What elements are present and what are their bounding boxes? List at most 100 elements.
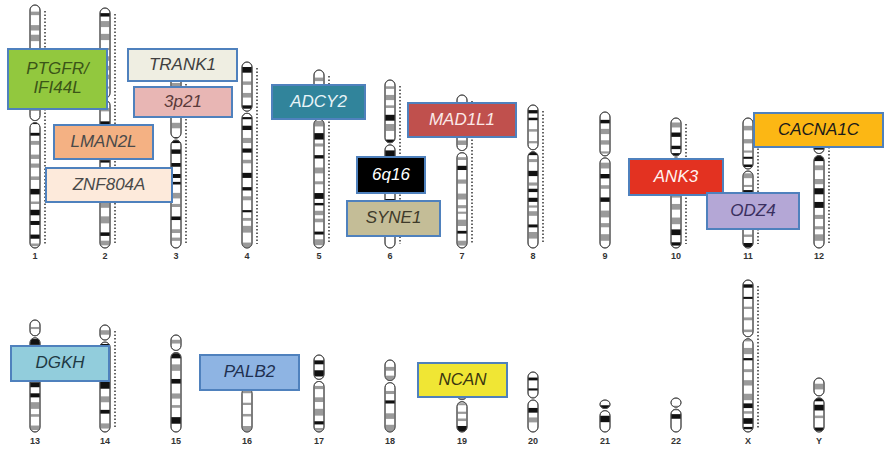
band [528, 189, 538, 192]
p-arm [385, 360, 395, 381]
q-arm [242, 388, 252, 432]
chromosome-number: 4 [235, 252, 259, 261]
band [314, 203, 324, 205]
band [743, 157, 753, 159]
band [743, 297, 753, 299]
q-arm [171, 352, 181, 432]
band [814, 226, 824, 229]
band [528, 417, 538, 422]
q-arm-outline [528, 400, 538, 432]
p-arm [171, 335, 181, 350]
band [457, 205, 467, 208]
gene-box: DGKH [10, 345, 110, 382]
band [814, 234, 824, 241]
bands [242, 67, 252, 248]
band [743, 380, 753, 385]
band [457, 157, 467, 160]
band [528, 129, 538, 132]
band [385, 95, 395, 100]
gene-name: MAD1L1 [429, 111, 495, 130]
q-arm [242, 113, 252, 248]
band [385, 124, 395, 131]
chromosome-number: 1 [23, 252, 47, 261]
gene-name: 3p21 [164, 93, 202, 112]
band [814, 215, 824, 219]
bands [385, 367, 395, 431]
band [171, 379, 181, 384]
gene-name: NCAN [438, 371, 486, 390]
band [457, 220, 467, 226]
band [100, 382, 110, 389]
q-arm [600, 158, 610, 248]
band [528, 141, 538, 143]
band [171, 123, 181, 129]
p-arm-outline [242, 62, 252, 111]
q-arm-outline [814, 398, 824, 432]
chromosome-number: 19 [450, 437, 474, 446]
band [242, 105, 252, 108]
band [814, 202, 824, 208]
gene-name: CACNA1C [778, 121, 859, 140]
chromosome-number: 9 [593, 252, 617, 261]
band [743, 185, 753, 187]
q-arm-outline [743, 339, 753, 432]
band [671, 204, 681, 210]
p-arm [600, 112, 610, 156]
q-arm-outline [314, 381, 324, 432]
band [242, 126, 252, 130]
band [100, 216, 110, 223]
band [528, 211, 538, 216]
band [743, 307, 753, 309]
band [385, 105, 395, 108]
band [743, 284, 753, 287]
band [385, 391, 395, 394]
p-arm [242, 62, 252, 111]
band [30, 12, 40, 16]
p-arm-outline [600, 400, 610, 409]
band [743, 358, 753, 360]
chromosome [671, 398, 681, 432]
gene-box: PALB2 [199, 354, 300, 391]
gene-box: 6q16 [356, 156, 426, 194]
chromosome [30, 5, 45, 248]
band [314, 133, 324, 139]
gene-name: ODZ4 [730, 202, 775, 221]
band [100, 423, 110, 428]
p-arm-outline [385, 80, 395, 143]
band [528, 159, 538, 162]
band [600, 211, 610, 218]
chromosome-number: 13 [23, 437, 47, 446]
p-arm-outline [528, 372, 538, 398]
band [171, 204, 181, 207]
q-arm-outline [600, 158, 610, 248]
gene-box: MAD1L1 [407, 102, 517, 138]
p-arm-outline [385, 360, 395, 381]
band [671, 229, 681, 235]
chromosome-number: 3 [164, 252, 188, 261]
gene-name: TRANK1 [149, 56, 216, 75]
p-arm-outline [30, 320, 40, 336]
band [242, 403, 252, 405]
band [30, 210, 40, 215]
band [528, 205, 538, 207]
band [314, 181, 324, 184]
band [314, 155, 324, 158]
band [743, 403, 753, 408]
band [743, 126, 753, 131]
band [814, 405, 824, 411]
chromosome-number: X [736, 437, 760, 446]
band [528, 110, 538, 113]
p-arm [743, 118, 753, 169]
chromosome [814, 378, 824, 432]
gene-name: SYNE1 [366, 209, 422, 228]
band [171, 364, 181, 370]
band [743, 235, 753, 237]
chromosome-number: 17 [307, 437, 331, 446]
chromosome-number: 18 [378, 437, 402, 446]
band [314, 397, 324, 402]
band [100, 160, 110, 162]
gene-box: SYNE1 [346, 200, 441, 237]
q-arm [385, 383, 395, 432]
band [528, 171, 538, 176]
band [457, 179, 467, 183]
